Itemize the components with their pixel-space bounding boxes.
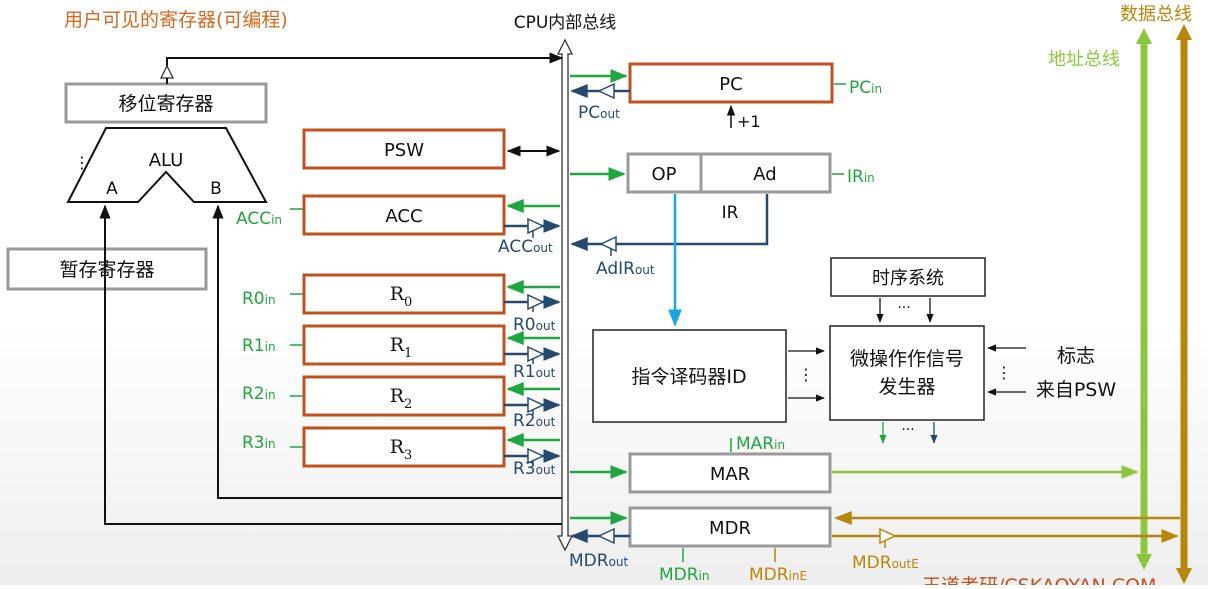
r3-in-signal: R3in xyxy=(242,433,276,453)
pc-out-signal: PCout xyxy=(578,103,620,123)
address-bus: 地址总线 xyxy=(1048,28,1152,570)
temp-register-label: 暂存寄存器 xyxy=(59,259,154,281)
address-bus-label: 地址总线 xyxy=(1048,49,1120,70)
acc-register-label: ACC xyxy=(385,206,422,227)
r2-out-signal: R2out xyxy=(513,411,556,431)
acc-out-signal: ACCout xyxy=(498,237,553,257)
r2-register-label: R2 xyxy=(390,385,413,412)
r1-out-gate xyxy=(527,345,545,363)
mdr-out-e-signal: MDRoutE xyxy=(852,553,919,573)
mdr-register-box xyxy=(628,506,832,548)
micro-output-dots: ··· xyxy=(901,422,914,438)
psw-register-box xyxy=(302,128,506,170)
cpu-bus-label: CPU内部总线 xyxy=(514,13,617,33)
alu-input-a-label: A xyxy=(106,179,118,199)
r0-register-label: R0 xyxy=(390,283,413,310)
mdr-register-label: MDR xyxy=(709,518,751,539)
alu-shape xyxy=(66,127,268,203)
ir-address-to-bus-line xyxy=(570,194,769,251)
r0-in-signal: R0in xyxy=(242,289,276,309)
instruction-decoder-label: 指令译码器ID xyxy=(631,366,746,388)
shift-register-label: 移位寄存器 xyxy=(118,93,213,115)
alu-input-b-label: B xyxy=(210,179,222,199)
micro-op-generator-line1: 微操作作信号 xyxy=(850,348,964,370)
ir-register-box xyxy=(626,152,832,194)
r2-out-gate xyxy=(527,396,545,414)
r3-register-box xyxy=(302,426,506,468)
pc-increment-label: +1 xyxy=(737,112,761,131)
r1-register-label: R1 xyxy=(390,334,413,361)
acc-out-gate xyxy=(527,217,545,235)
pc-register-box xyxy=(628,62,834,104)
timing-system-label: 时序系统 xyxy=(872,268,944,289)
r1-out-signal: R1out xyxy=(513,362,556,382)
data-bus-label: 数据总线 xyxy=(1120,4,1192,25)
ir-in-signal: IRin xyxy=(847,167,875,187)
pc-in-signal: PCin xyxy=(849,78,882,98)
alu-label: ALU xyxy=(149,150,184,171)
psw-register-label: PSW xyxy=(384,140,424,161)
bus-to-alu-b-line xyxy=(212,204,562,499)
mar-in-signal: MARin xyxy=(736,434,785,454)
ir-op-label: OP xyxy=(651,164,676,185)
flags-label-line1: 标志 xyxy=(1057,345,1095,367)
micro-op-generator-box xyxy=(829,325,985,421)
r2-in-signal: R2in xyxy=(242,384,276,404)
mdr-out-e-gate xyxy=(879,527,897,545)
mar-register-box xyxy=(628,452,832,494)
r1-in-signal: R1in xyxy=(242,336,276,356)
r0-register-box xyxy=(302,273,506,315)
watermark-text: 王道考研/CSKAOYAN.COM xyxy=(922,575,1156,585)
adir-out-signal: AdIRout xyxy=(596,259,655,279)
r3-out-gate xyxy=(527,447,545,465)
visible-registers-title: 用户可见的寄存器(可编程) xyxy=(64,9,288,31)
mdr-in-signal: MDRin xyxy=(659,565,710,585)
bus-to-alu-a-line xyxy=(99,204,562,525)
acc-register-box xyxy=(302,194,506,236)
mdr-out-gate xyxy=(597,527,615,545)
flags-dots: ⋮ xyxy=(996,363,1012,382)
r3-register-label: R3 xyxy=(390,436,413,463)
acc-in-signal: ACCin xyxy=(236,209,282,229)
alu-dots: ⋮ xyxy=(74,153,90,172)
r0-out-gate xyxy=(527,293,545,311)
mdr-in-e-signal: MDRinE xyxy=(749,565,807,585)
r0-out-signal: R0out xyxy=(513,315,556,335)
timing-system-box xyxy=(830,257,986,297)
temp-register-box xyxy=(6,247,208,291)
mar-register-label: MAR xyxy=(710,464,750,485)
adir-out-gate xyxy=(599,235,617,253)
timing-dots: ··· xyxy=(897,300,910,316)
r2-register-box xyxy=(302,375,506,417)
flags-label-line2: 来自PSW xyxy=(1036,379,1117,401)
data-bus: 数据总线 xyxy=(1120,4,1192,584)
pc-register-label: PC xyxy=(719,74,742,95)
r1-register-box xyxy=(302,324,506,366)
ir-ad-label: Ad xyxy=(753,164,776,185)
ir-label: IR xyxy=(722,203,739,223)
mdr-out-signal: MDRout xyxy=(569,551,629,571)
r3-out-signal: R3out xyxy=(513,459,556,479)
micro-op-generator-line2: 发生器 xyxy=(878,376,935,398)
decoder-output-dots: ⋮ xyxy=(798,365,814,384)
pc-out-gate xyxy=(597,82,615,100)
instruction-decoder-box xyxy=(592,329,787,423)
